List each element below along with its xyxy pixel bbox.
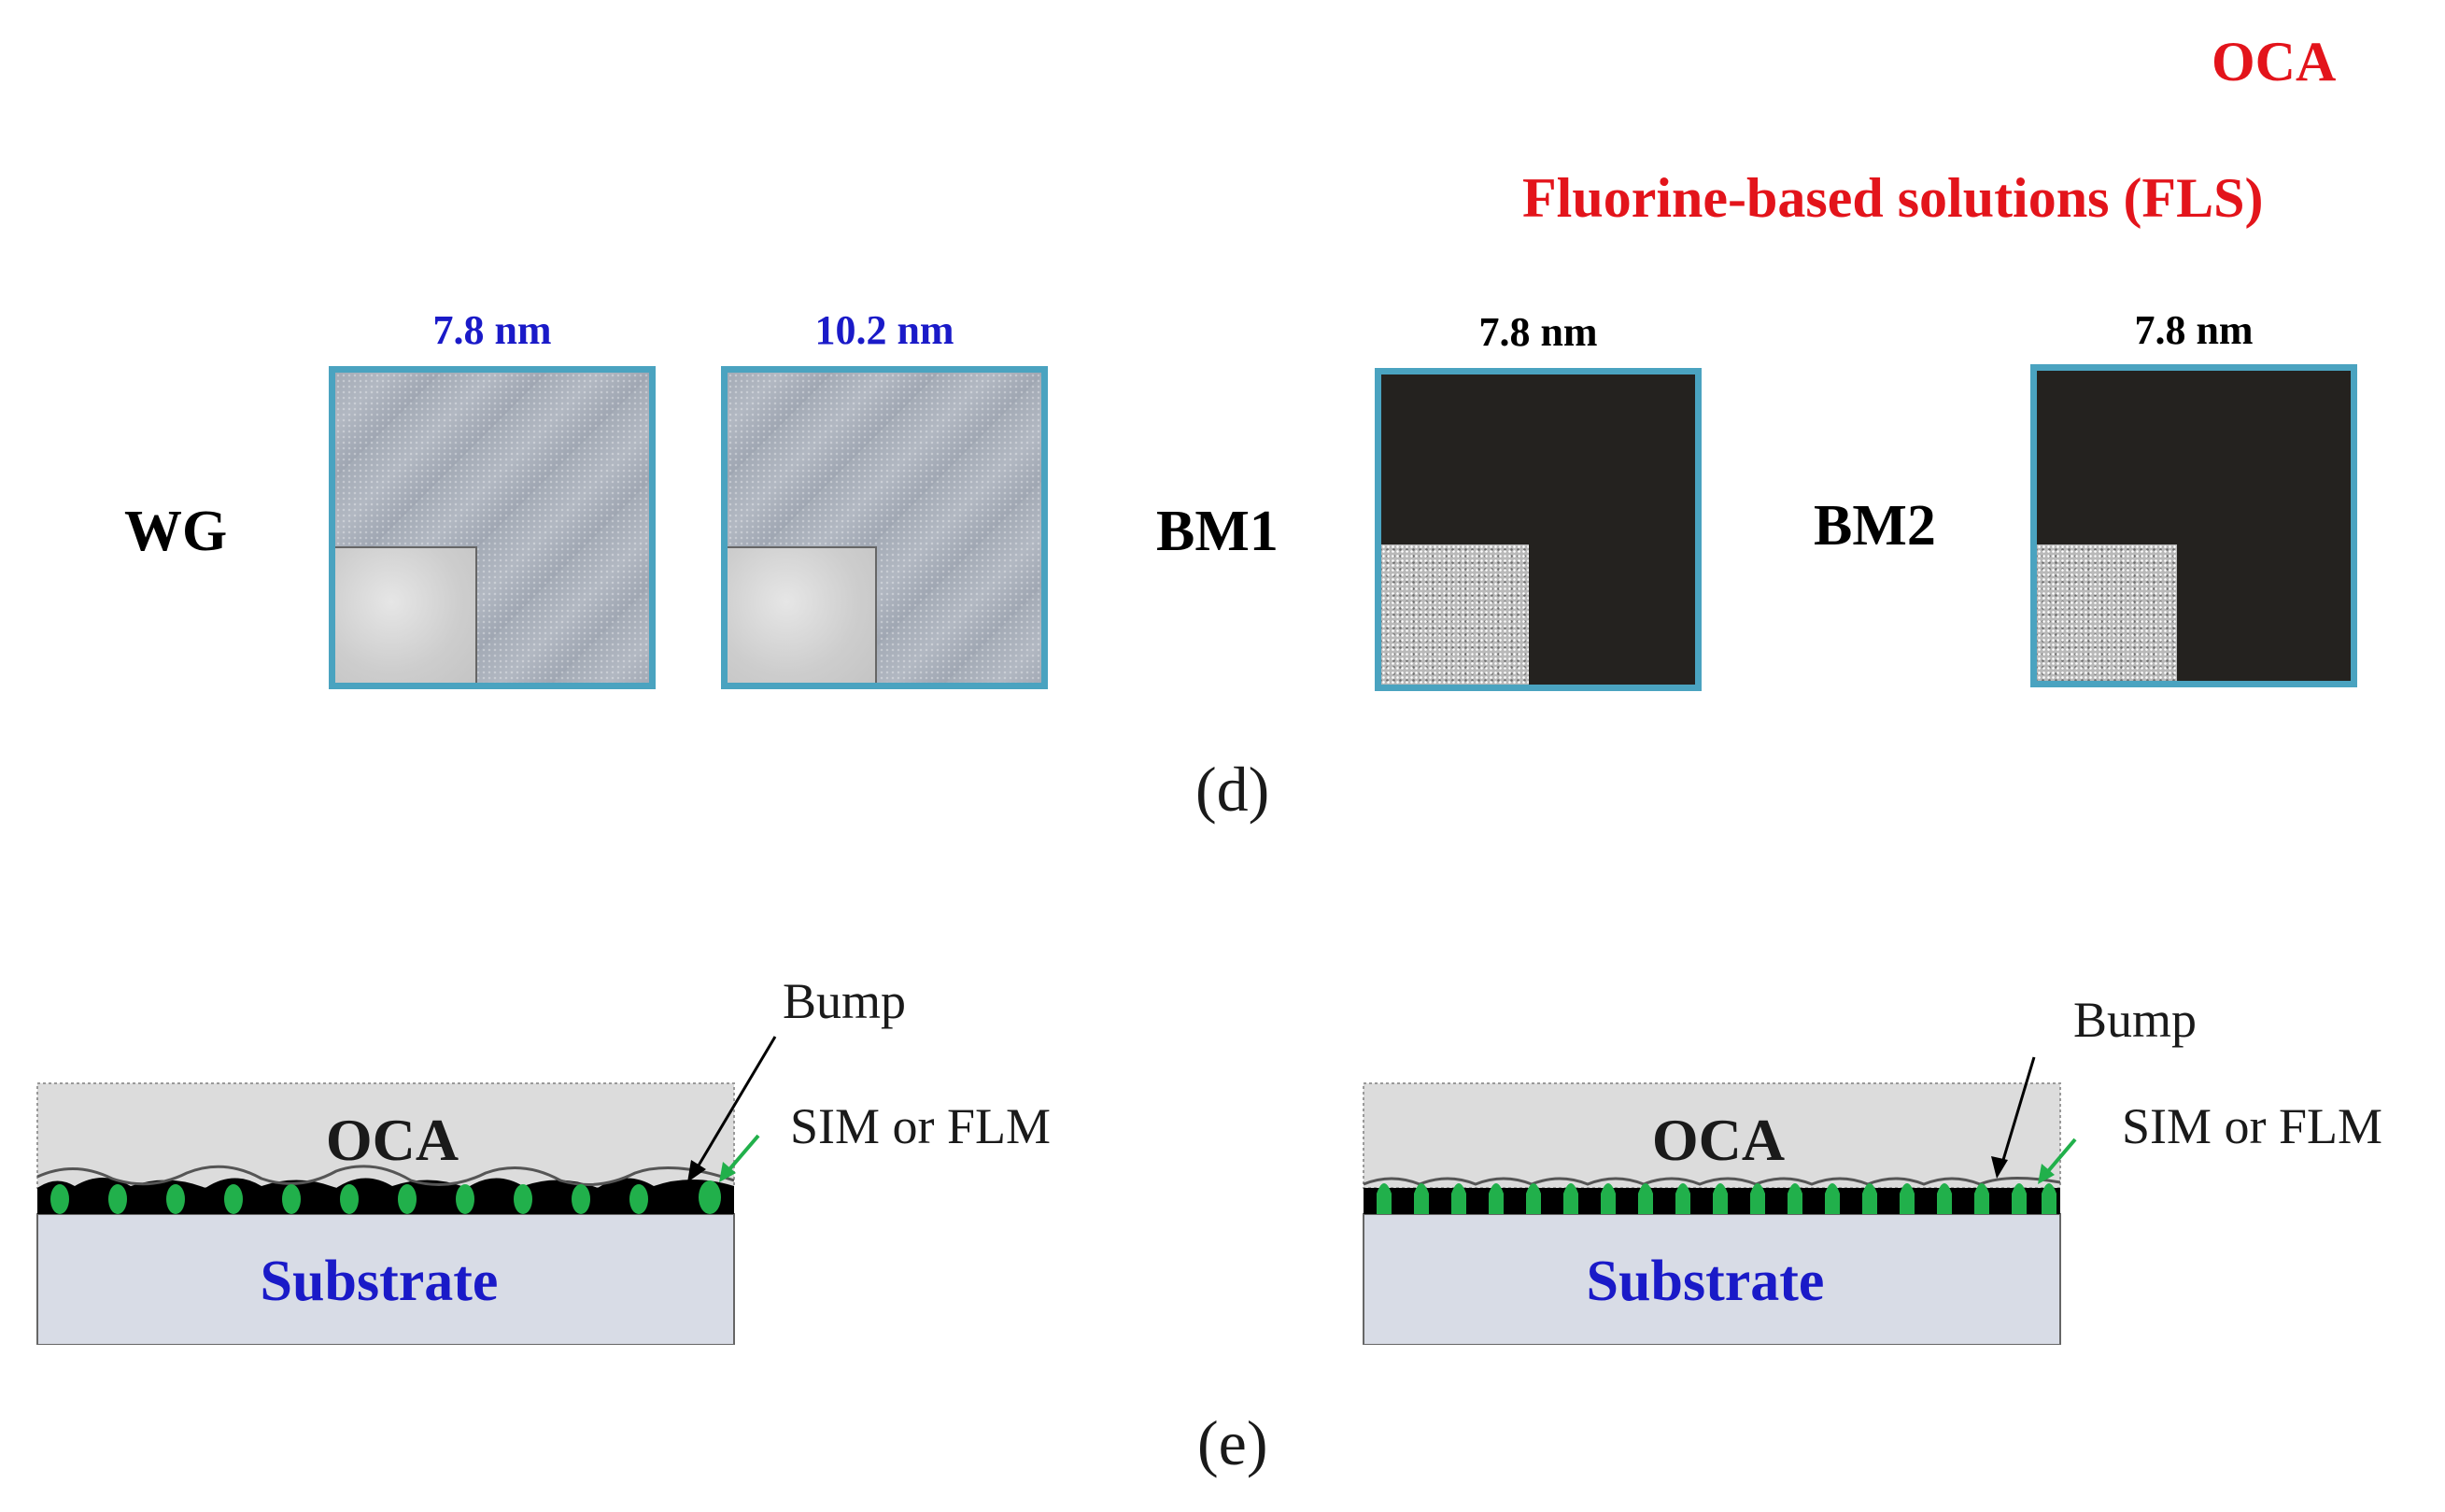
legend-oca: OCA <box>2212 31 2337 92</box>
substrate-layer <box>36 1213 735 1345</box>
bump-label: Bump <box>783 973 906 1029</box>
pillars-sparse <box>50 1180 721 1214</box>
micrograph-wg-1 <box>329 366 656 689</box>
caption-wg-1: 7.8 nm <box>432 307 552 353</box>
micrograph-bm2 <box>2030 364 2357 687</box>
pillars-dense <box>1377 1183 2056 1214</box>
bump-layer <box>37 1178 734 1214</box>
substrate-layer <box>1363 1213 2061 1345</box>
row-label-bm1: BM1 <box>1156 500 1279 563</box>
layer-label: SIM or FLM <box>790 1098 1051 1154</box>
bump-outline <box>36 1165 735 1186</box>
bump-layer <box>1364 1188 2060 1214</box>
micrograph-bm1 <box>1375 368 1702 691</box>
substrate-label: Substrate <box>1587 1250 1825 1313</box>
bump-label: Bump <box>2073 992 2197 1048</box>
substrate-label: Substrate <box>261 1250 499 1313</box>
oca-label: OCA <box>1652 1107 1785 1173</box>
micrograph-inset <box>728 546 877 683</box>
diagram-e-right: OCA Substrate Bump SIM or FLM <box>1363 992 2382 1345</box>
bump-arrow <box>1999 1056 2036 1170</box>
legend-fls: Fluorine-based solutions (FLS) <box>1522 167 2264 229</box>
micrograph-inset <box>335 546 477 683</box>
panel-label-d: (d) <box>1195 754 1270 825</box>
caption-bm2: 7.8 nm <box>2134 307 2254 353</box>
caption-wg-2: 10.2 nm <box>814 307 954 353</box>
micrograph-wg-2 <box>721 366 1048 689</box>
micrograph-inset <box>2037 544 2177 681</box>
diagram-e-left: OCA Substrate Bump SIM or FLM <box>36 973 1051 1345</box>
row-label-bm2: BM2 <box>1814 494 1936 558</box>
bump-arrow <box>691 1036 777 1176</box>
oca-label: OCA <box>326 1107 459 1173</box>
row-label-wg: WG <box>124 500 228 563</box>
layer-label: SIM or FLM <box>2122 1098 2382 1154</box>
micrograph-inset <box>1381 544 1529 685</box>
caption-bm1: 7.8 nm <box>1478 309 1598 355</box>
panel-label-e: (e) <box>1197 1407 1268 1478</box>
bump-outline <box>1363 1177 2061 1186</box>
